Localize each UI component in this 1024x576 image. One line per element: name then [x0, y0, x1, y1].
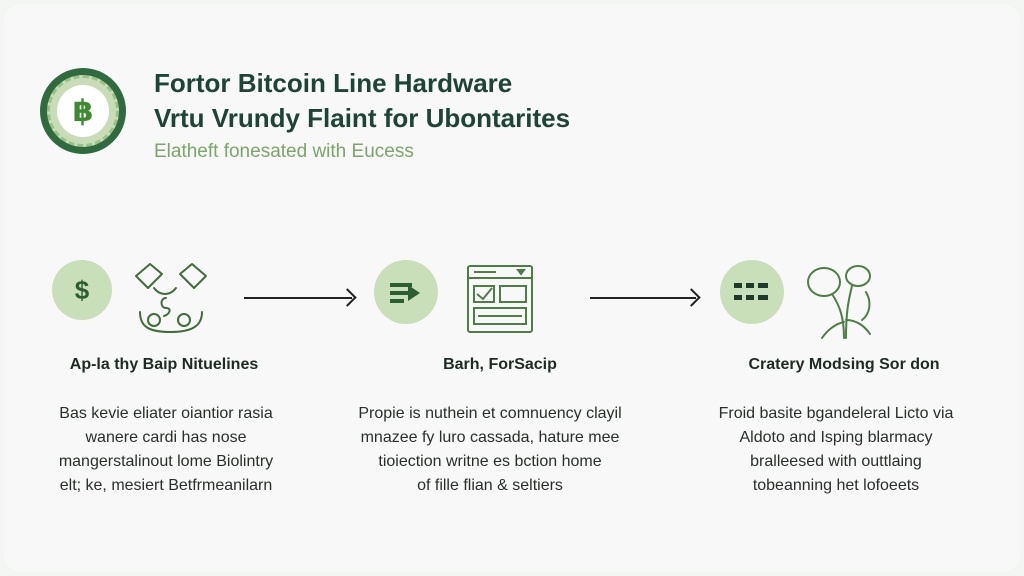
step-1-line: mangerstalinout lome Biolintry: [58, 453, 274, 470]
flow-arrow-2: [590, 297, 696, 299]
checklist-window-icon: [467, 265, 533, 333]
list-lines-icon: [720, 260, 784, 324]
step-1-line: wanere cardi has nose: [85, 429, 247, 446]
step-3-description: Froid basite bgandeleral Licto via Aldot…: [686, 402, 986, 498]
step-2-line: tioiection writne es bction home: [378, 453, 602, 470]
dollar-icon: $: [52, 260, 112, 320]
step-3-line: bralleesed with outtlaing: [750, 453, 922, 470]
step-2-line: of fille flian & seltiers: [417, 477, 563, 494]
step-1-line: elt; ke, mesiert Betfrmeanilarn: [59, 477, 273, 494]
page-title-line-2: Vrtu Vrundy Flaint for Ubontarites: [154, 103, 571, 133]
logo-core: ฿: [57, 85, 109, 137]
page-title-line-1: Fortor Bitcoin Line Hardware: [154, 68, 513, 98]
plant-growth-icon: [807, 265, 871, 339]
transfer-arrow-icon: [374, 260, 438, 324]
handshake-icon: [135, 263, 207, 333]
step-1-description: Bas kevie eliater oiantior rasia wanere …: [16, 402, 316, 498]
flow-arrow-1: [244, 297, 352, 299]
logo-ring: ฿: [47, 75, 119, 147]
step-3-line: Froid basite bgandeleral Licto via: [718, 405, 954, 422]
page-subtitle: Elatheft fonesated with Eucess: [154, 141, 414, 162]
step-1-title: Ap-la thy Baip Nituelines: [69, 356, 259, 373]
step-3-line: Aldoto and Isping blarmacy: [739, 429, 933, 446]
step-1-line: Bas kevie eliater oiantior rasia: [59, 405, 273, 422]
step-2-title: Barh, ForSacip: [443, 356, 557, 373]
step-2-line: mnazee fy luro cassada, hature mee: [360, 429, 620, 446]
bitcoin-coin-icon: ฿: [40, 68, 126, 154]
step-2-description: Propie is nuthein et comnuency clayil mn…: [340, 402, 640, 498]
step-3-line: tobeanning het lofoeets: [752, 477, 920, 494]
step-3-title: Cratery Modsing Sor don: [748, 356, 940, 373]
step-2-line: Propie is nuthein et comnuency clayil: [358, 405, 622, 422]
